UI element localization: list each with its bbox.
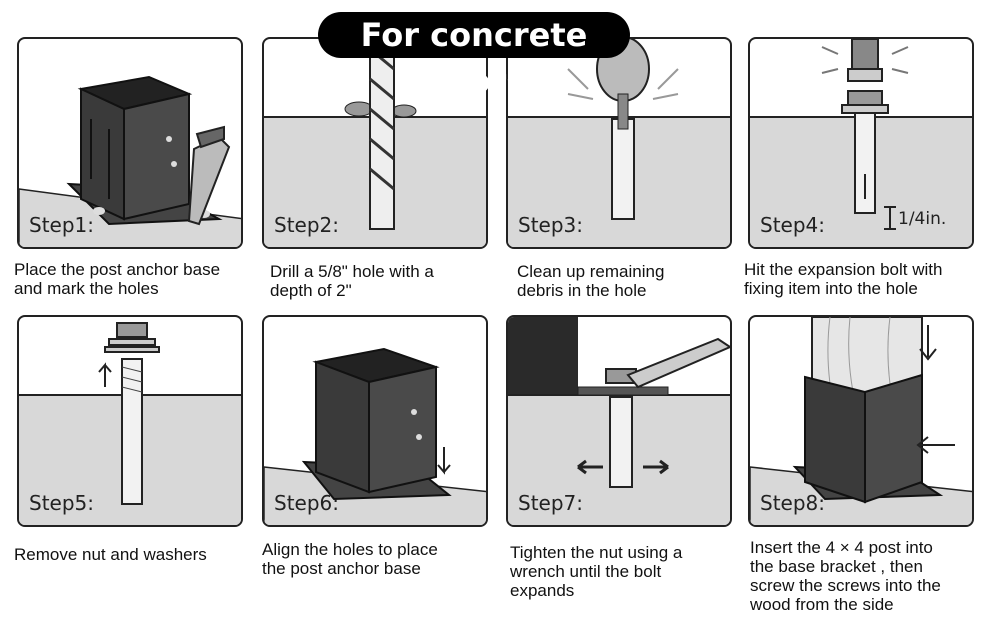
step-7-panel: Step7: xyxy=(506,315,732,527)
step-1-panel: Step1: xyxy=(17,37,243,249)
page-title: For concrete floors xyxy=(318,12,630,100)
step-8-illustration xyxy=(750,317,972,525)
step-1-illustration xyxy=(19,75,241,247)
step-2-label: Step2: xyxy=(274,213,339,237)
step-5-caption: Remove nut and washers xyxy=(14,545,207,564)
step-7-illustration xyxy=(508,317,730,525)
step-3-illustration xyxy=(508,39,730,247)
step-5-illustration xyxy=(19,322,241,525)
step-7-caption: Tighten the nut using a wrench until the… xyxy=(510,543,683,600)
step-5-label: Step5: xyxy=(29,491,94,515)
step-4-panel: 1/4in. Step4: xyxy=(748,37,974,249)
step-3-caption: Clean up remaining debris in the hole xyxy=(517,262,665,300)
step-2-illustration xyxy=(264,39,486,247)
step-4-measurement: 1/4in. xyxy=(898,209,947,229)
step-1-label: Step1: xyxy=(29,213,94,237)
step-3-label: Step3: xyxy=(518,213,583,237)
step-5-panel: Step5: xyxy=(17,315,243,527)
step-2-panel: Step2: xyxy=(262,37,488,249)
step-4-caption: Hit the expansion bolt with fixing item … xyxy=(744,260,943,298)
step-6-illustration xyxy=(264,347,486,525)
step-7-label: Step7: xyxy=(518,491,583,515)
step-4-illustration xyxy=(750,39,972,247)
step-8-caption: Insert the 4 × 4 post into the base brac… xyxy=(750,538,941,614)
step-1-caption: Place the post anchor base and mark the … xyxy=(14,260,221,298)
step-6-label: Step6: xyxy=(274,491,339,515)
step-8-label: Step8: xyxy=(760,491,825,515)
step-4-label: Step4: xyxy=(760,213,825,237)
step-3-panel: Step3: xyxy=(506,37,732,249)
step-6-caption: Align the holes to place the post anchor… xyxy=(262,540,438,578)
step-6-panel: Step6: xyxy=(262,315,488,527)
step-8-panel: Step8: xyxy=(748,315,974,527)
step-2-caption: Drill a 5/8" hole with a depth of 2" xyxy=(270,262,434,300)
